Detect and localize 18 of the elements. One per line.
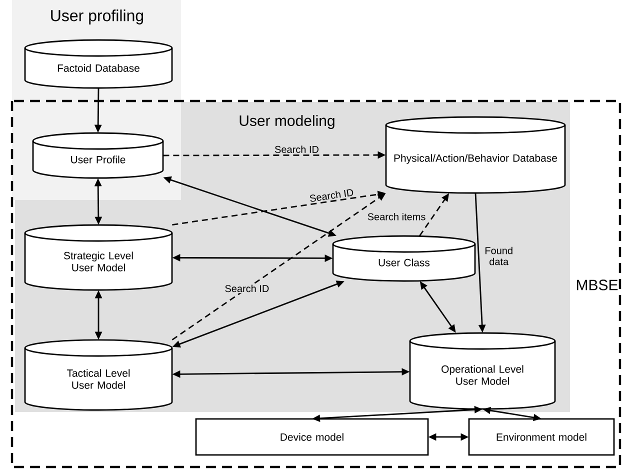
database-cylinder: User Class [332, 235, 476, 282]
dashed-frame [10, 100, 622, 468]
database-cylinder: User Profile [32, 132, 164, 179]
edge-label: Found data [485, 246, 512, 266]
database-cylinder: Operational Level User Model [409, 332, 556, 410]
database-cylinder: Factoid Database [24, 39, 173, 89]
edge-label: Search ID [274, 146, 318, 153]
edge-label: Search ID [310, 189, 354, 202]
region-title: User profiling [51, 10, 144, 24]
model-box: Environment model [468, 418, 615, 456]
database-cylinder: Physical/Action/Behavior Database [385, 116, 566, 194]
edge-label: Search ID [225, 284, 269, 292]
model-box: Device model [195, 418, 429, 456]
database-cylinder: Tactical Level User Model [24, 339, 173, 411]
edge-label: Search items [368, 212, 426, 220]
region-title: User modeling [240, 115, 334, 129]
region-title: MBSE [576, 280, 618, 290]
database-cylinder: Strategic Level User Model [24, 224, 173, 291]
